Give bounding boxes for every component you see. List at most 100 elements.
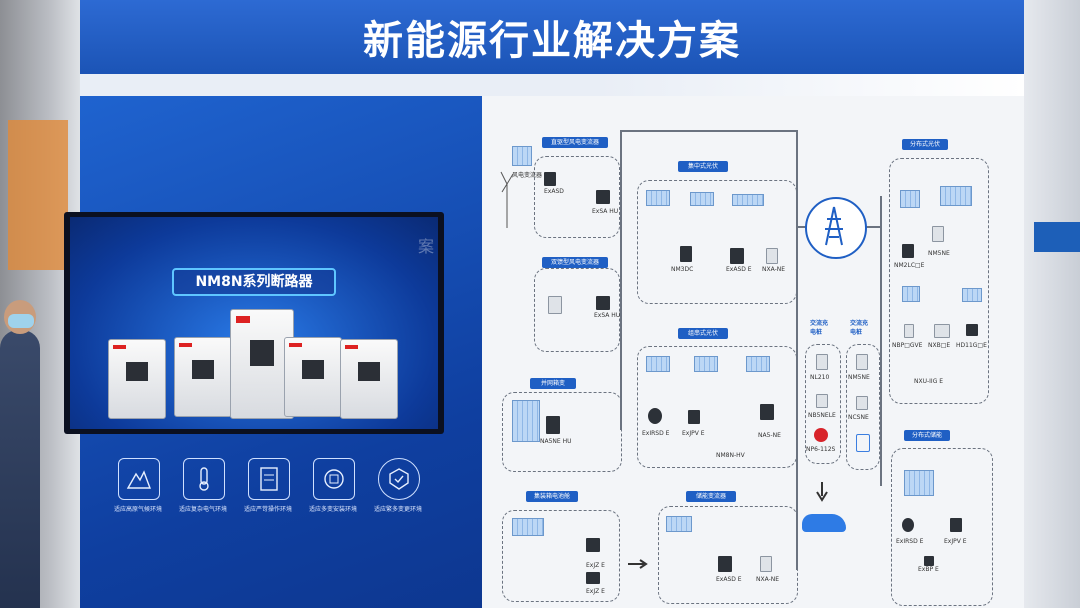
device <box>546 416 560 434</box>
device-label: NM2LC□E <box>894 262 925 269</box>
section-label: 双馈型风电变流器 <box>542 257 608 268</box>
device <box>950 518 962 532</box>
electric-car-icon <box>802 514 846 532</box>
device-label: NB5NELE <box>808 412 836 419</box>
section-grid-connect <box>502 392 622 472</box>
device-label: NXA-NE <box>762 266 786 273</box>
section-wind-direct <box>534 156 620 238</box>
device <box>856 354 868 370</box>
diagram-panel <box>482 96 1024 608</box>
transformer-box <box>512 400 540 442</box>
device-label: NA5-NE <box>758 432 781 439</box>
device <box>680 246 692 262</box>
inverter-box <box>940 186 972 206</box>
device-label: NM5NE <box>928 250 950 257</box>
screen-product-title: NM8N系列断路器 <box>172 268 336 296</box>
pv-panel <box>902 286 920 302</box>
device <box>856 396 868 410</box>
background-poster <box>8 120 68 270</box>
pv-panel <box>646 190 670 206</box>
device-label: NXU-IIG E <box>914 378 944 385</box>
pv-panel <box>646 356 670 372</box>
device <box>766 248 778 264</box>
section-ac-charging-1 <box>805 344 841 464</box>
background-sign <box>1034 222 1080 252</box>
device-label: ExSA HU <box>594 312 621 319</box>
screen-ghost-text: 案 <box>418 237 435 256</box>
device-label: ExJPV E <box>682 430 705 437</box>
document-icon <box>248 458 290 500</box>
pv-panel <box>690 192 714 206</box>
device-label: NXB□E <box>928 342 951 349</box>
device <box>544 172 556 186</box>
device <box>596 190 610 204</box>
pv-panel <box>732 194 764 206</box>
device <box>688 410 700 424</box>
arrow-down-icon <box>816 482 828 502</box>
section-label: 分布式储能 <box>904 430 950 441</box>
visitor-person <box>0 300 40 608</box>
device-label: ExJZ E <box>586 588 605 595</box>
power-grid-icon <box>805 197 867 259</box>
feature-caption: 适应严苛操作环境 <box>243 506 292 513</box>
device <box>718 556 732 572</box>
device <box>548 296 562 314</box>
device-label: ExSA HU <box>592 208 619 215</box>
board-title: 新能源行业解决方案 <box>363 18 741 64</box>
storage-cabinet <box>904 470 934 496</box>
breaker-product <box>340 339 398 419</box>
breaker-product <box>108 339 166 419</box>
feature-caption: 适应高原气候环境 <box>113 506 162 513</box>
emergency-stop-icon <box>814 428 828 442</box>
bus-line <box>880 196 882 486</box>
device <box>760 556 772 572</box>
section-label: 组串式光伏 <box>678 328 728 339</box>
section-ac-charging-2 <box>846 344 880 470</box>
device-label: NXA-NE <box>756 576 780 583</box>
bus-line <box>862 226 882 228</box>
section-battery <box>502 510 620 602</box>
badge-icon <box>378 458 420 500</box>
section-label: 并网箱变 <box>530 378 576 389</box>
exhibition-hall-right <box>1024 0 1080 608</box>
pv-panel <box>746 356 770 372</box>
device <box>932 226 944 242</box>
section-string-pv <box>637 346 797 468</box>
section-label: 集中式光伏 <box>678 161 728 172</box>
device-label: NA5NE HU <box>540 438 572 445</box>
device-label: ExASD <box>544 188 564 195</box>
device <box>586 572 600 584</box>
section-label: 储能变流器 <box>686 491 736 502</box>
device <box>902 518 914 532</box>
bus-line <box>798 226 806 228</box>
device <box>730 248 744 264</box>
pv-panel <box>900 190 920 208</box>
device-label: ExJZ E <box>586 562 605 569</box>
device <box>816 394 828 408</box>
section-label: 直驱型风电变流器 <box>542 137 608 148</box>
device-label: NM3DC <box>671 266 694 273</box>
device-label: NCSNE <box>848 414 869 421</box>
pv-panel <box>962 288 982 302</box>
section-storage-converter <box>658 506 798 604</box>
device <box>596 296 610 310</box>
device-label: NL210 <box>810 374 830 381</box>
device-label: ExBP E <box>918 566 939 573</box>
mountain-icon <box>118 458 160 500</box>
feature-caption: 适应多变安装环境 <box>308 506 357 513</box>
pv-panel <box>694 356 718 372</box>
thermometer-icon <box>183 458 225 500</box>
feature-caption: 适应复杂电气环境 <box>178 506 227 513</box>
battery-container <box>512 518 544 536</box>
bus-line <box>620 130 622 430</box>
device-label: ExASD E <box>726 266 752 273</box>
bus-line <box>796 130 798 570</box>
section-distributed-pv <box>889 158 989 404</box>
feature-caption: 适应繁多变更环境 <box>373 506 422 513</box>
section-title: 交流充电桩 <box>810 320 829 336</box>
section-wind-doubly <box>534 268 620 352</box>
device-label: 风电变流器 <box>512 172 543 179</box>
device <box>586 538 600 552</box>
arrow-right-icon <box>628 554 650 569</box>
header-stripe <box>80 74 1024 96</box>
